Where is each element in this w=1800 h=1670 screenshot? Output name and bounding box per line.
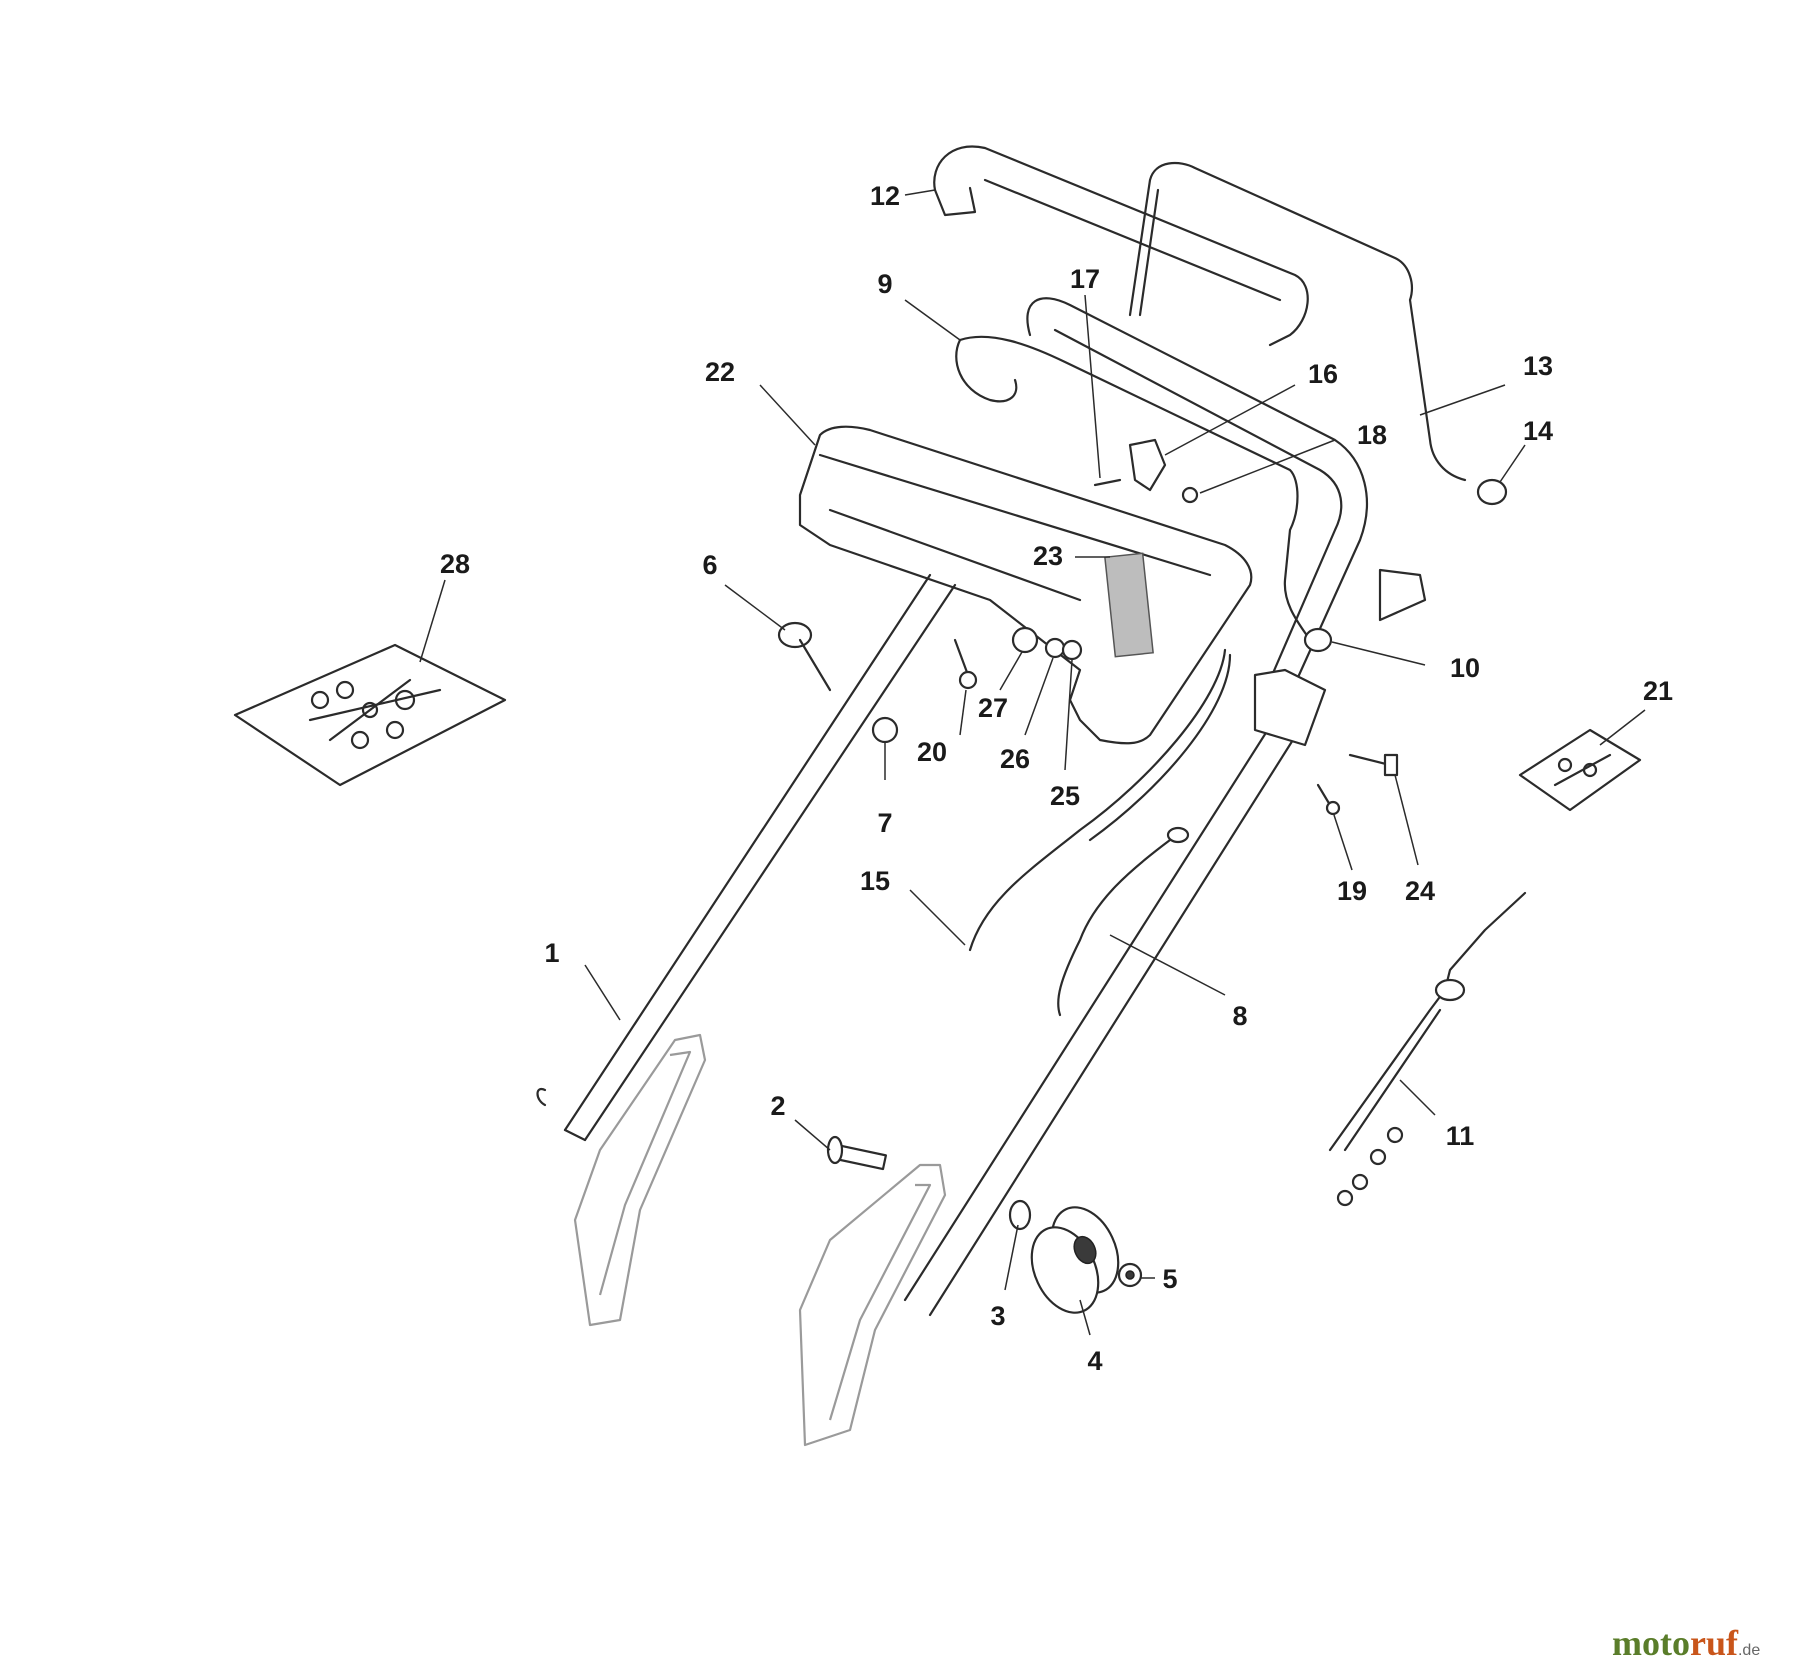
cable-15-drawing-2 — [1088, 653, 1232, 842]
switch-16-drawing — [1128, 438, 1167, 492]
leader-lines — [419, 189, 1646, 1336]
cable-8-drawing — [1057, 838, 1172, 1017]
callout-14: 14 — [1523, 416, 1553, 446]
mount-plate-right-inner — [828, 1183, 932, 1421]
label-decal — [1104, 552, 1154, 658]
mount-plate-left — [573, 1033, 707, 1327]
callout-12: 12 — [870, 181, 900, 211]
washer-26-drawing — [1044, 637, 1066, 659]
bushing-10-drawing — [1303, 627, 1333, 653]
cable-11-drawing — [1328, 891, 1527, 1152]
screw-6-drawing — [777, 621, 832, 692]
callout-18: 18 — [1357, 420, 1387, 450]
washer-11c — [1351, 1173, 1369, 1191]
callout-11: 11 — [1446, 1121, 1475, 1151]
callout-1: 1 — [544, 938, 559, 968]
callout-24: 24 — [1405, 876, 1435, 906]
callout-21: 21 — [1643, 676, 1673, 706]
watermark-text: motoruf.de — [1612, 1623, 1760, 1663]
bolt-2-drawing — [826, 1135, 888, 1171]
callout-27: 27 — [978, 693, 1008, 723]
upper-handle-bar — [933, 145, 1309, 347]
washer-11b — [1369, 1148, 1387, 1166]
callout-10: 10 — [1450, 653, 1480, 683]
knob-4-drawing — [1030, 1206, 1120, 1314]
cable-15-drawing — [968, 648, 1227, 952]
lower-handle-right — [903, 693, 1317, 1317]
nut-7-drawing — [871, 716, 899, 744]
callout-20: 20 — [917, 737, 947, 767]
cable-bracket — [1253, 668, 1327, 747]
nut-5-drawing — [1117, 1262, 1143, 1288]
washer-11d — [1336, 1189, 1354, 1207]
mount-plate-right — [798, 1163, 947, 1447]
washer-25-drawing — [1061, 639, 1083, 661]
callout-9: 9 — [877, 269, 892, 299]
mount-plate-left-inner — [598, 1050, 692, 1296]
callout-22: 22 — [705, 357, 735, 387]
callout-19: 19 — [1337, 876, 1367, 906]
watermark-suffix: .de — [1738, 1642, 1760, 1659]
lower-handle-left — [563, 573, 957, 1142]
washer-11a — [1386, 1126, 1404, 1144]
nut-27-drawing — [1011, 626, 1039, 654]
callout-23: 23 — [1033, 541, 1063, 571]
cable-8-eyelet — [1166, 826, 1190, 844]
control-bail-wire-inner — [1138, 188, 1160, 317]
callout-28: 28 — [440, 549, 470, 579]
hardware-bag-21-contents — [1553, 753, 1612, 787]
screw-17-drawing — [1093, 478, 1122, 487]
cable-guide-loop — [955, 338, 1018, 403]
hardware-bag-28-contents — [308, 678, 442, 750]
callout-26: 26 — [1000, 744, 1030, 774]
callout-15: 15 — [860, 866, 890, 896]
watermark-part2: ruf — [1690, 1623, 1739, 1663]
screw-19-drawing — [1316, 783, 1341, 816]
control-bail-wire — [1128, 161, 1467, 482]
callout-4: 4 — [1087, 1346, 1102, 1376]
callout-13: 13 — [1523, 351, 1553, 381]
cap-14-drawing — [1476, 478, 1508, 506]
callout-8: 8 — [1232, 1001, 1247, 1031]
hardware-bag-21-drawing — [1518, 728, 1642, 812]
callout-6: 6 — [702, 550, 717, 580]
callout-7: 7 — [877, 808, 892, 838]
lower-handle-left-end — [536, 1087, 587, 1142]
callout-5: 5 — [1162, 1264, 1177, 1294]
upper-handle-frame — [1026, 297, 1368, 697]
washer-3-drawing — [1008, 1199, 1032, 1231]
callout-labels: 1 2 3 4 5 6 7 8 9 10 11 12 13 14 15 16 1… — [440, 181, 1673, 1376]
handle-assembly-drawing — [233, 145, 1642, 1447]
cable-guide-wire — [958, 335, 1312, 642]
callout-3: 3 — [990, 1301, 1005, 1331]
upper-handle-hook — [933, 186, 977, 217]
callout-2: 2 — [770, 1091, 785, 1121]
watermark: motoruf.de — [1612, 1623, 1760, 1663]
handle-cover — [798, 425, 1253, 745]
handle-bracket-right — [1378, 568, 1427, 622]
watermark-part1: moto — [1612, 1623, 1690, 1663]
callout-17: 17 — [1070, 264, 1100, 294]
nut-18-drawing — [1181, 486, 1199, 504]
screw-20-drawing — [953, 638, 978, 690]
hardware-bag-28-drawing — [233, 643, 507, 787]
handle-cover-inner-edge — [818, 453, 1212, 602]
bolt-24-drawing — [1348, 753, 1399, 777]
callout-25: 25 — [1050, 781, 1080, 811]
callout-16: 16 — [1308, 359, 1338, 389]
cable-11-fitting — [1434, 978, 1466, 1002]
